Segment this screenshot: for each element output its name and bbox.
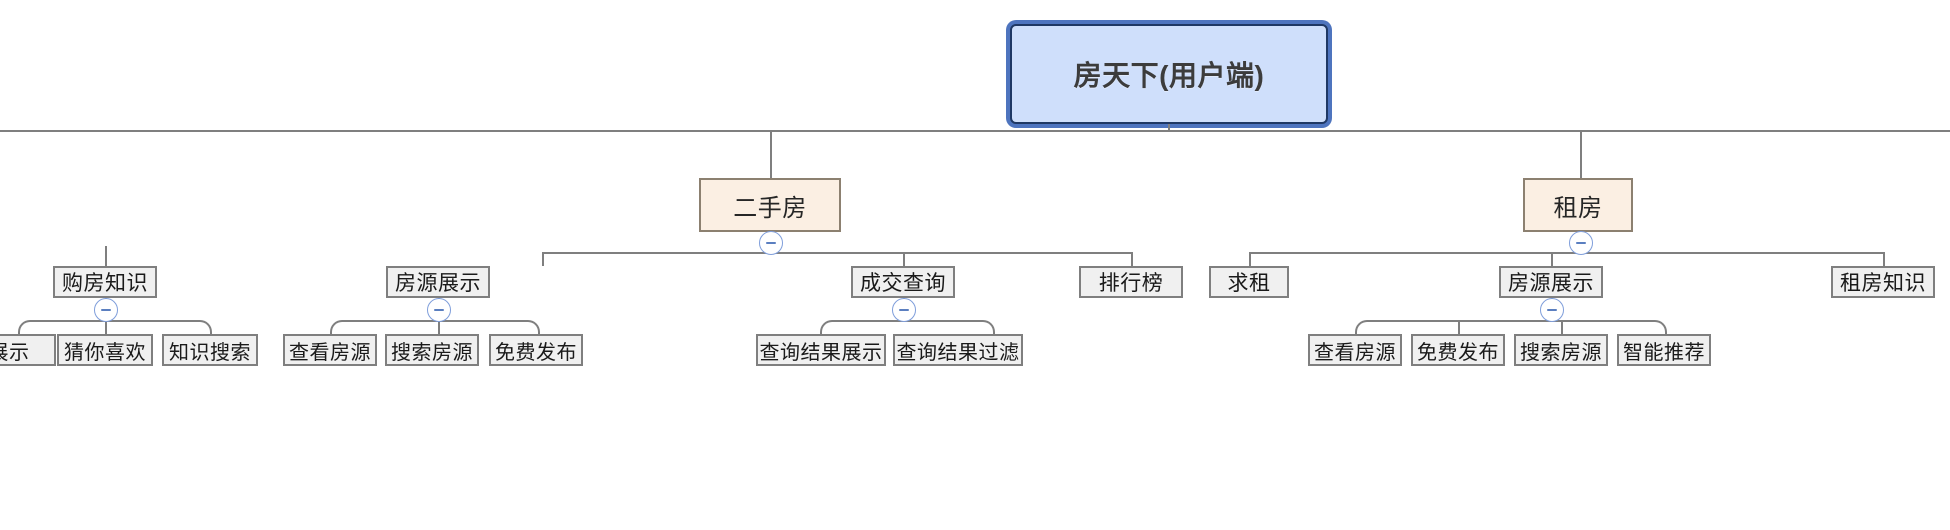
- leaf-node-zhishizhanshi-label: 展示: [0, 341, 30, 364]
- minus-icon: [1576, 242, 1586, 244]
- collapse-toggle-chengjiaochaxun[interactable]: [892, 298, 916, 322]
- connector-es-fyzs-elbow-right: [438, 320, 540, 336]
- collapse-toggle-ershoufang[interactable]: [759, 231, 783, 255]
- branch-node-ershoufang[interactable]: 二手房: [699, 178, 841, 232]
- node-qiuzu-label: 求租: [1227, 272, 1271, 295]
- node-paihangbang-label: 排行榜: [1098, 272, 1164, 295]
- connector-root-stem: [1168, 124, 1170, 132]
- collapse-toggle-zufang-fangyuanzhanshi[interactable]: [1540, 298, 1564, 322]
- node-zufangzhishi-label: 租房知识: [1840, 272, 1926, 295]
- leaf-node-zf-chakanfangyuan-label: 查看房源: [1314, 341, 1396, 364]
- connector-main-trunk: [0, 130, 1950, 132]
- connector-trunk-to-ershoufang: [770, 130, 772, 178]
- connector-zf-fyzs-elbow-left: [1355, 320, 1553, 336]
- connector-ershoufang-fanout: [542, 252, 1132, 254]
- connector-zufang-to-qiuzu: [1249, 252, 1251, 266]
- leaf-node-es-sousuofangyuan[interactable]: 搜索房源: [385, 334, 479, 366]
- connector-ershoufang-to-fangyuanzhanshi: [542, 252, 544, 266]
- leaf-node-cainixihuan-label: 猜你喜欢: [64, 341, 146, 364]
- connector-ershoufang-to-chengjiaochaxun: [903, 252, 905, 266]
- leaf-node-zf-mianfeifabu-label: 免费发布: [1417, 341, 1499, 364]
- leaf-node-cainixihuan[interactable]: 猜你喜欢: [57, 334, 153, 366]
- root-node-label: 房天下(用户端): [1073, 60, 1265, 91]
- connector-gfzs-elbow-left: [18, 320, 107, 336]
- minus-icon: [899, 309, 909, 311]
- minus-icon: [101, 309, 111, 311]
- minus-icon: [1547, 309, 1557, 311]
- leaf-node-zhishizhanshi[interactable]: 展示: [0, 334, 56, 366]
- node-goufangzhishi[interactable]: 购房知识: [53, 266, 157, 298]
- node-paihangbang[interactable]: 排行榜: [1079, 266, 1183, 298]
- leaf-node-zhishisousuo-label: 知识搜索: [169, 341, 251, 364]
- node-qiuzu[interactable]: 求租: [1209, 266, 1289, 298]
- leaf-node-es-mianfeifabu[interactable]: 免费发布: [489, 334, 583, 366]
- connector-zf-fyzs-elbow-right: [1551, 320, 1667, 336]
- connector-zufang-fanout: [1249, 252, 1883, 254]
- connector-trunk-to-zufang: [1580, 130, 1582, 178]
- leaf-node-chaxunjieguoguolv[interactable]: 查询结果过滤: [893, 334, 1023, 366]
- leaf-node-chaxunjieguozhanshi-label: 查询结果展示: [759, 341, 883, 364]
- leaf-node-es-sousuofangyuan-label: 搜索房源: [391, 341, 473, 364]
- node-chengjiaochaxun-label: 成交查询: [860, 272, 946, 295]
- leaf-node-es-mianfeifabu-label: 免费发布: [495, 341, 577, 364]
- leaf-node-es-chakanfangyuan[interactable]: 查看房源: [283, 334, 377, 366]
- leaf-node-zf-zhinengtuijian[interactable]: 智能推荐: [1617, 334, 1711, 366]
- branch-node-zufang-label: 租房: [1553, 194, 1603, 222]
- leaf-node-es-chakanfangyuan-label: 查看房源: [289, 341, 371, 364]
- node-zufang-fangyuanzhanshi[interactable]: 房源展示: [1499, 266, 1603, 298]
- minus-icon: [434, 309, 444, 311]
- branch-node-zufang[interactable]: 租房: [1523, 178, 1633, 232]
- minus-icon: [766, 242, 776, 244]
- collapse-toggle-zufang[interactable]: [1569, 231, 1593, 255]
- root-node-fangtianxia[interactable]: 房天下(用户端): [1010, 24, 1328, 124]
- connector-goufangzhishi-up: [105, 246, 107, 266]
- leaf-node-chaxunjieguozhanshi[interactable]: 查询结果展示: [756, 334, 886, 366]
- connector-gfzs-elbow-right: [105, 320, 212, 336]
- connector-es-fyzs-elbow-left: [330, 320, 440, 336]
- leaf-node-zhishisousuo[interactable]: 知识搜索: [162, 334, 258, 366]
- connector-zf-fyzs-mid-1: [1458, 320, 1460, 334]
- node-goufangzhishi-label: 购房知识: [62, 272, 148, 295]
- connector-zufang-to-zufangzhishi: [1883, 252, 1885, 266]
- node-zufangzhishi[interactable]: 租房知识: [1831, 266, 1935, 298]
- leaf-node-zf-zhinengtuijian-label: 智能推荐: [1623, 341, 1705, 364]
- node-zufang-fangyuanzhanshi-label: 房源展示: [1508, 272, 1594, 295]
- branch-node-ershoufang-label: 二手房: [733, 194, 807, 222]
- node-chengjiaochaxun[interactable]: 成交查询: [851, 266, 955, 298]
- leaf-node-zf-sousuofangyuan-label: 搜索房源: [1520, 341, 1602, 364]
- node-ershoufang-fangyuanzhanshi-label: 房源展示: [395, 272, 481, 295]
- leaf-node-zf-mianfeifabu[interactable]: 免费发布: [1411, 334, 1505, 366]
- leaf-node-zf-sousuofangyuan[interactable]: 搜索房源: [1514, 334, 1608, 366]
- connector-cjcx-elbow-right: [903, 320, 995, 336]
- collapse-toggle-goufangzhishi[interactable]: [94, 298, 118, 322]
- connector-zufang-to-fangyuanzhanshi: [1551, 252, 1553, 266]
- collapse-toggle-ershoufang-fangyuanzhanshi[interactable]: [427, 298, 451, 322]
- connector-ershoufang-to-paihangbang: [1131, 252, 1133, 266]
- node-ershoufang-fangyuanzhanshi[interactable]: 房源展示: [386, 266, 490, 298]
- connector-cjcx-elbow-left: [820, 320, 905, 336]
- leaf-node-chaxunjieguoguolv-label: 查询结果过滤: [896, 341, 1020, 364]
- leaf-node-zf-chakanfangyuan[interactable]: 查看房源: [1308, 334, 1402, 366]
